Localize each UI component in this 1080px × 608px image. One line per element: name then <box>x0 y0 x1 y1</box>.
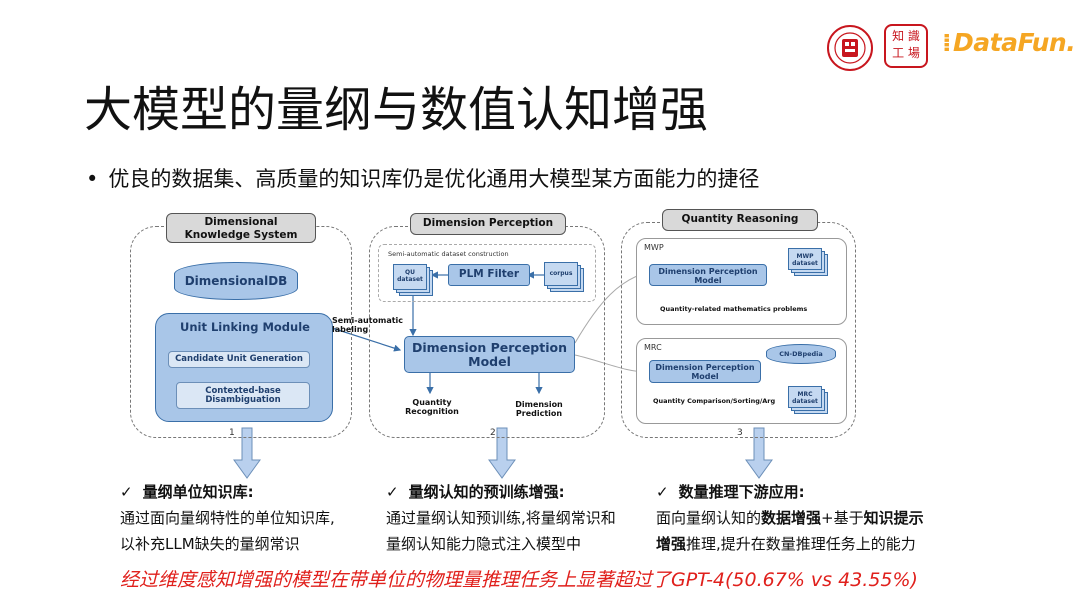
section-2-heading: ✓量纲认知的预训练增强: <box>386 483 565 501</box>
check-icon: ✓ <box>386 483 399 501</box>
fudan-seal-icon <box>827 25 873 71</box>
section-3-heading: ✓数量推理下游应用: <box>656 483 805 501</box>
corpus-doc: corpus <box>544 262 578 286</box>
cn-dbpedia-node: CN-DBpedia <box>766 344 836 364</box>
plm-filter-node: PLM Filter <box>448 264 530 286</box>
semi-automatic-labeling-label: Semi-automatic labeling <box>332 316 404 334</box>
panel-number-2: 2 <box>490 428 496 438</box>
mrc-dimension-perception-model: Dimension Perception Model <box>649 360 761 383</box>
tab-dimensional-knowledge-system: Dimensional Knowledge System <box>166 213 316 243</box>
panel-number-3: 3 <box>737 428 743 438</box>
check-icon: ✓ <box>120 483 133 501</box>
mrc-dataset-doc: MRC dataset <box>788 386 822 408</box>
dimensionaldb-node: DimensionalDB <box>174 262 298 300</box>
datafun-logo: ⁞DataFun. <box>942 28 1076 57</box>
candidate-unit-generation: Candidate Unit Generation <box>168 351 310 368</box>
mwp-dataset-doc: MWP dataset <box>788 248 822 270</box>
page-title: 大模型的量纲与数值认知增强 <box>84 82 709 138</box>
tab-dimension-perception: Dimension Perception <box>410 213 566 235</box>
mwp-caption: Quantity-related mathematics problems <box>660 305 808 313</box>
quantity-recognition-output: Quantity Recognition <box>405 398 459 416</box>
mwp-label: MWP <box>644 243 664 252</box>
panel-number-1: 1 <box>229 428 235 438</box>
dataset-construction-box <box>378 244 596 302</box>
bullet-point: •优良的数据集、高质量的知识库仍是优化通用大模型某方面能力的捷径 <box>86 167 760 191</box>
section-3-text: 面向量纲认知的数据增强+基于知识提示 增强推理,提升在数量推理任务上的能力 <box>656 509 924 553</box>
section-1-text: 通过面向量纲特性的单位知识库, 以补充LLM缺失的量纲常识 <box>120 509 335 553</box>
mwp-dimension-perception-model: Dimension Perception Model <box>649 264 767 286</box>
contexted-base-disambiguation: Contexted-base Disambiguation <box>176 382 310 409</box>
qu-dataset-doc: QU dataset <box>393 264 427 290</box>
mrc-label: MRC <box>644 343 662 352</box>
unit-linking-module-label: Unit Linking Module <box>180 320 310 334</box>
zhishi-logo: 知 識 工 場 <box>884 24 928 68</box>
mrc-caption: Quantity Comparison/Sorting/Arg <box>653 397 776 405</box>
check-icon: ✓ <box>656 483 669 501</box>
dimension-perception-model: Dimension Perception Model <box>404 336 575 373</box>
dimension-prediction-output: Dimension Prediction <box>515 400 563 418</box>
section-1-heading: ✓量纲单位知识库: <box>120 483 254 501</box>
section-2-text: 通过量纲认知预训练,将量纲常识和 量纲认知能力隐式注入模型中 <box>386 509 616 553</box>
dataset-construction-label: Semi-automatic dataset construction <box>388 250 509 258</box>
result-highlight: 经过维度感知增强的模型在带单位的物理量推理任务上显著超过了GPT-4(50.67… <box>120 569 918 591</box>
tab-quantity-reasoning: Quantity Reasoning <box>662 209 818 231</box>
